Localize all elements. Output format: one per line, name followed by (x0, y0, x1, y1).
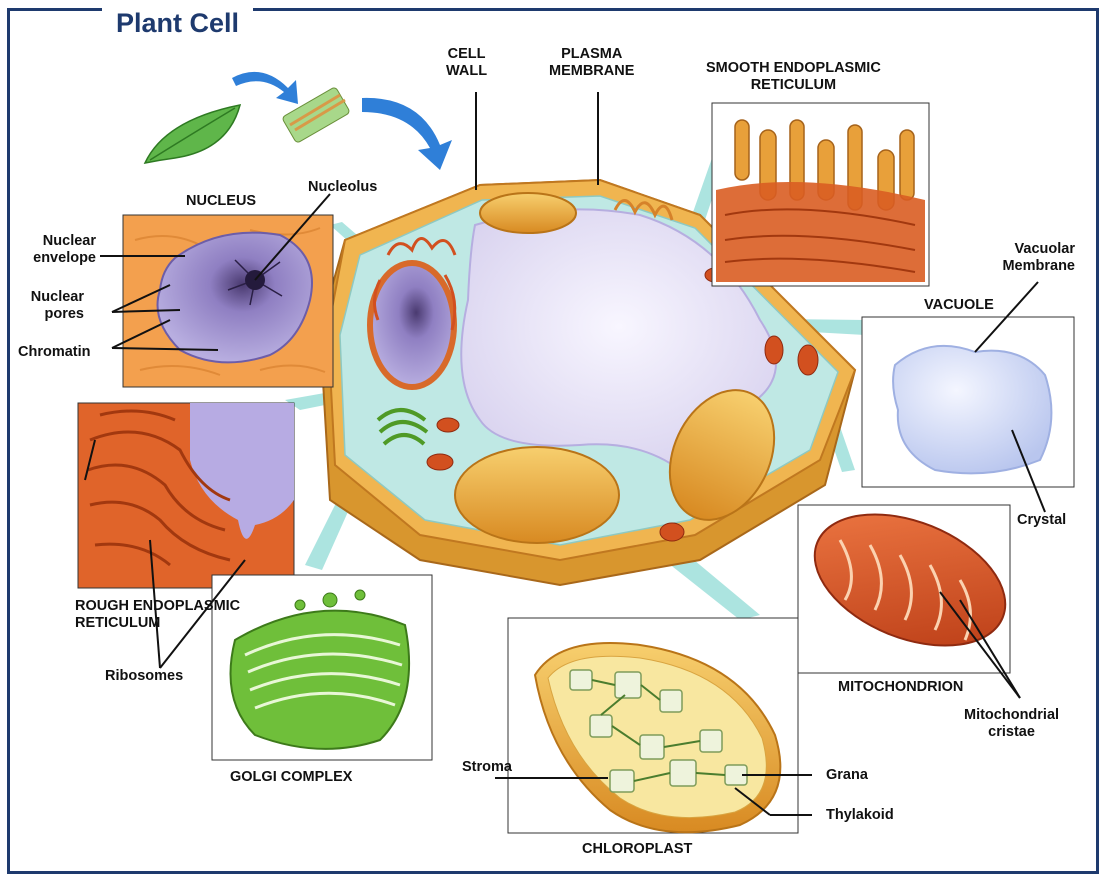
golgi-panel (212, 575, 432, 760)
leaf-icon (145, 105, 240, 163)
label-cell-wall: CELL WALL (446, 46, 487, 80)
nucleus-panel (123, 215, 333, 387)
label-vacuole: VACUOLE (924, 297, 994, 314)
label-thylakoid: Thylakoid (826, 807, 894, 824)
label-nuclear-pores: Nuclear pores (12, 289, 84, 323)
label-smooth-er: SMOOTH ENDOPLASMIC RETICULUM (706, 60, 881, 94)
cell-chloroplast (480, 193, 576, 233)
label-nucleolus: Nucleolus (308, 179, 377, 196)
cell-nucleus (370, 263, 454, 387)
cell-chloroplast (455, 447, 619, 543)
label-chromatin: Chromatin (18, 344, 91, 361)
label-nucleus: NUCLEUS (186, 193, 256, 210)
label-rough-er: ROUGH ENDOPLASMIC RETICULUM (75, 598, 240, 632)
label-chloroplast: CHLOROPLAST (582, 841, 692, 858)
mitochondrion-panel (796, 489, 1025, 673)
label-nuclear-envelope: Nuclear envelope (12, 233, 96, 267)
label-ribosomes: Ribosomes (105, 668, 183, 685)
chloroplast-panel (508, 618, 798, 833)
label-mitochondrion: MITOCHONDRION (838, 679, 963, 696)
smooth-er-panel (712, 103, 929, 286)
label-plasma-membrane: PLASMA MEMBRANE (549, 46, 634, 80)
arrow-icon (232, 72, 452, 170)
vacuole-panel (862, 317, 1074, 487)
label-mitochondrial-cristae: Mitochondrial cristae (964, 707, 1059, 741)
label-crystal: Crystal (1017, 512, 1066, 529)
label-vacuolar-membrane: Vacuolar Membrane (985, 241, 1075, 275)
rough-er-panel (78, 403, 294, 588)
label-stroma: Stroma (462, 759, 512, 776)
label-golgi-complex: GOLGI COMPLEX (230, 769, 352, 786)
label-grana: Grana (826, 767, 868, 784)
